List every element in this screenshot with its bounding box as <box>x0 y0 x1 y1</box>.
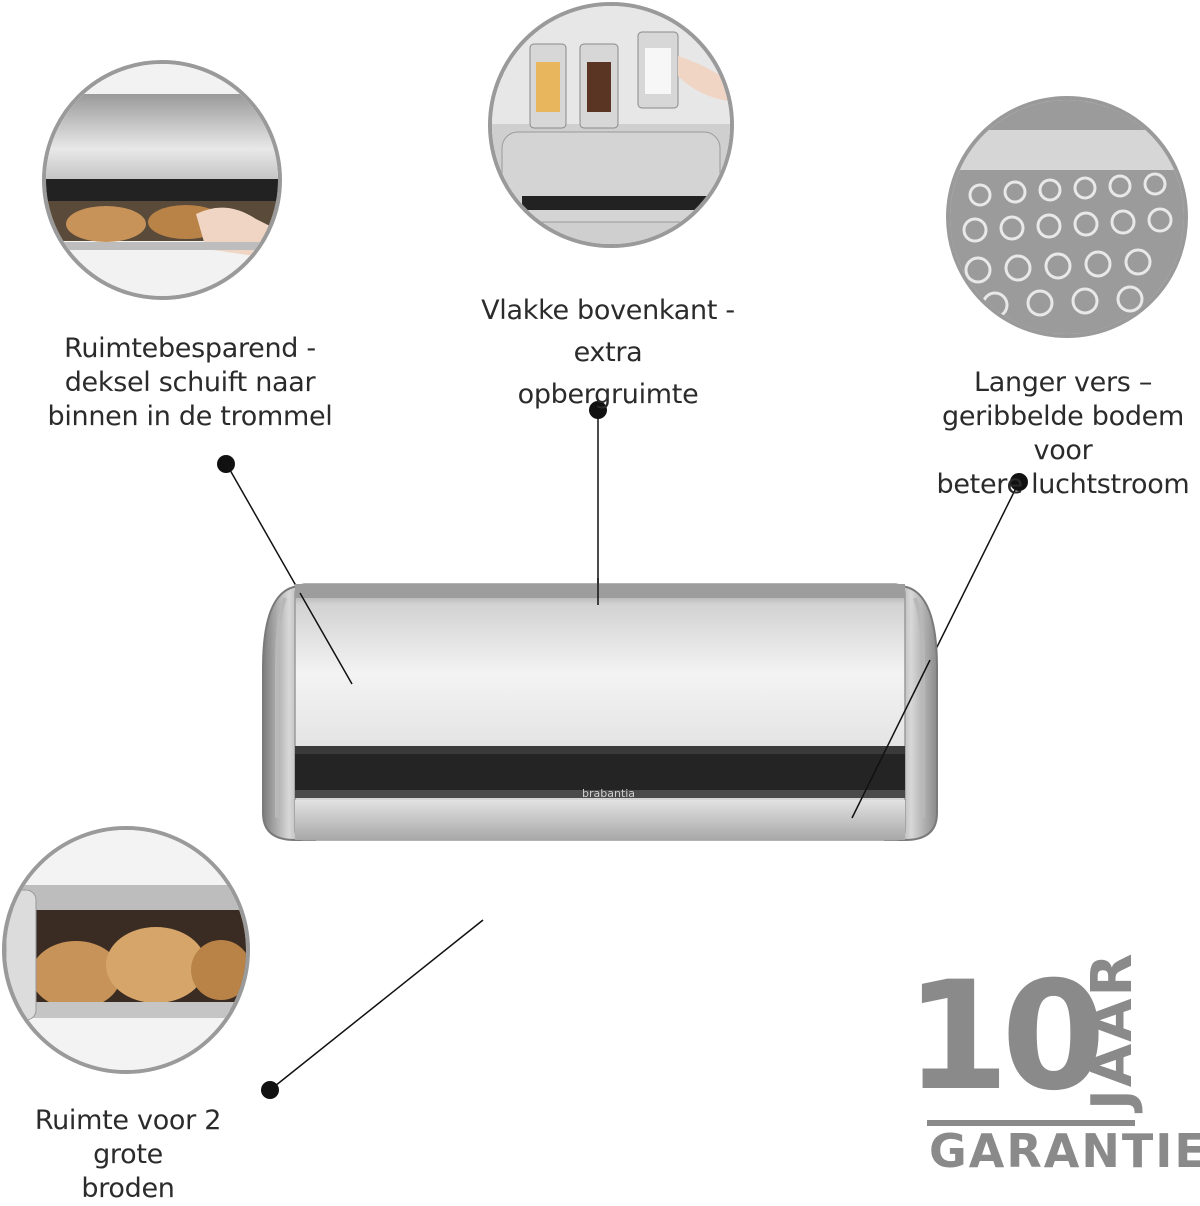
marker-dot-bottom <box>1010 473 1028 491</box>
bread-bin-illustration <box>262 583 938 841</box>
caption-sliding-lid: Ruimtebesparend - deksel schuift naar bi… <box>47 333 333 432</box>
caption-ribbed-bottom: Langer vers – geribbelde bodem voor bete… <box>936 367 1190 500</box>
connector-line-capacity <box>269 919 484 1091</box>
detail-circle-ribbed-bottom <box>946 96 1188 338</box>
flat-top-illustration <box>492 6 730 244</box>
guarantee-label: GARANTIE <box>929 1124 1200 1178</box>
guarantee-years-number: 10 <box>905 950 1106 1124</box>
caption-flat-top: Vlakke bovenkant - extra opbergruimte <box>481 295 735 410</box>
ribbed-bottom-illustration <box>950 100 1184 334</box>
brand-logo: brabantia <box>582 787 636 800</box>
marker-dot-top <box>589 401 607 419</box>
detail-circle-flat-top <box>488 2 734 248</box>
sliding-lid-illustration <box>46 64 278 296</box>
marker-dot-capacity <box>261 1081 279 1099</box>
detail-circle-bread-capacity <box>2 826 250 1074</box>
guarantee-badge: 10 JAAR GARANTIE <box>905 950 1200 1175</box>
marker-dot-lid <box>217 455 235 473</box>
guarantee-years-unit: JAAR <box>1080 951 1145 1110</box>
bread-bin-product: brabantia <box>255 578 945 846</box>
bread-capacity-illustration <box>6 830 246 1070</box>
caption-bread-capacity: Ruimte voor 2 grote broden <box>34 1105 222 1204</box>
detail-circle-sliding-lid <box>42 60 282 300</box>
guarantee-divider <box>927 1120 1135 1126</box>
